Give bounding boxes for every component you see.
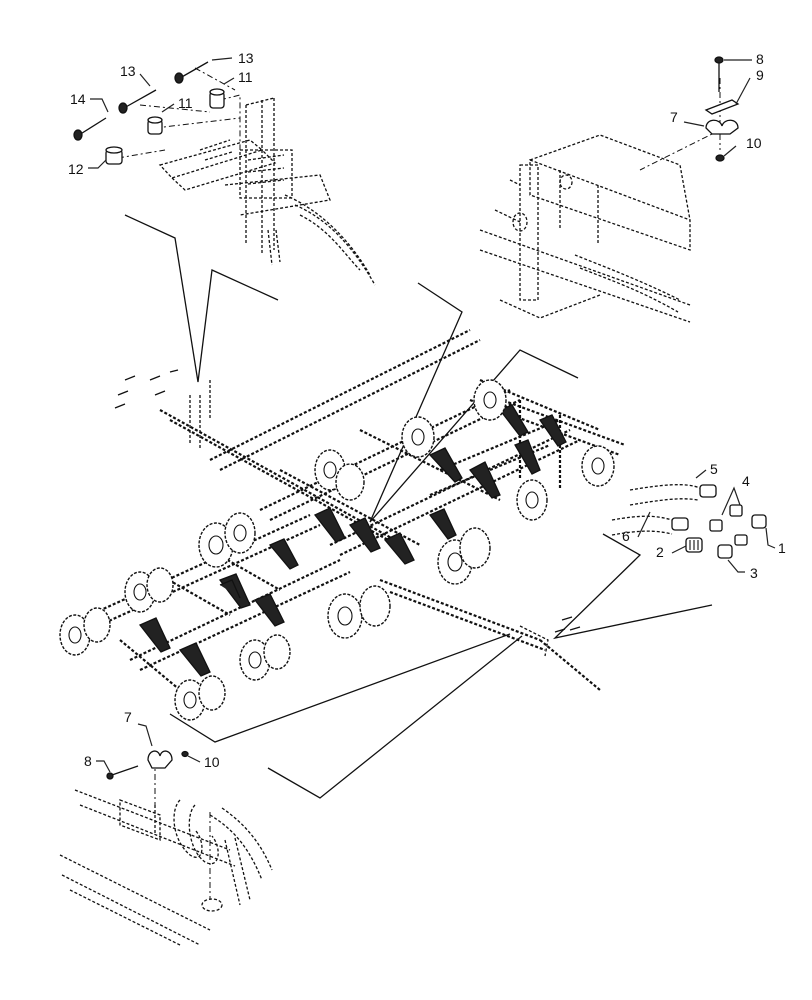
wheel-icon bbox=[401, 416, 435, 458]
callout-11-top: 11 bbox=[223, 69, 253, 85]
bolt-icon bbox=[73, 117, 107, 141]
callout-7-bottom: 7 bbox=[124, 709, 153, 747]
clamp-icon bbox=[147, 750, 173, 769]
callout-4: 4 bbox=[721, 473, 750, 516]
detail-hose-clamp-bottom: 7 8 10 bbox=[59, 709, 273, 946]
bushing-icon bbox=[105, 146, 123, 165]
callout-13-left: 13 bbox=[120, 63, 151, 87]
svg-text:8: 8 bbox=[756, 51, 764, 67]
tongue bbox=[379, 578, 601, 691]
wheel-icon bbox=[359, 585, 391, 627]
svg-text:4: 4 bbox=[742, 473, 750, 489]
detail-hose-clamp-top: 8 9 7 10 bbox=[479, 51, 764, 323]
callout-10-top: 10 bbox=[723, 135, 762, 157]
callout-12: 12 bbox=[68, 159, 107, 177]
callout-8-top: 8 bbox=[724, 51, 764, 67]
wheel-icon bbox=[263, 634, 291, 670]
wheel-icon bbox=[198, 675, 226, 711]
svg-text:3: 3 bbox=[750, 565, 758, 581]
coupler-icon bbox=[751, 514, 767, 529]
wheel-icon bbox=[83, 607, 111, 643]
coupler-icon bbox=[671, 517, 689, 531]
bolt-icon bbox=[106, 765, 139, 780]
svg-text:5: 5 bbox=[710, 461, 718, 477]
bolt-icon bbox=[714, 56, 724, 92]
callout-9: 9 bbox=[735, 67, 764, 105]
svg-text:14: 14 bbox=[70, 91, 86, 107]
callout-7-top: 7 bbox=[670, 109, 705, 127]
wheel-icon bbox=[59, 614, 91, 656]
svg-text:12: 12 bbox=[68, 161, 84, 177]
hoses bbox=[611, 484, 701, 536]
callout-2: 2 bbox=[656, 544, 687, 560]
svg-text:8: 8 bbox=[84, 753, 92, 769]
svg-text:2: 2 bbox=[656, 544, 664, 560]
callout-8-bottom: 8 bbox=[84, 753, 111, 773]
coupler-icon bbox=[685, 537, 703, 553]
svg-text:13: 13 bbox=[120, 63, 136, 79]
bolt-icon bbox=[118, 89, 157, 114]
wheel-icon bbox=[516, 479, 548, 521]
bushing-icon bbox=[147, 116, 163, 135]
valve-frame bbox=[158, 97, 376, 286]
coupler-icon bbox=[699, 484, 717, 498]
detail-valve-bushings: 13 13 11 14 11 12 bbox=[68, 50, 376, 286]
svg-text:7: 7 bbox=[670, 109, 678, 125]
callout-6: 6 bbox=[622, 511, 651, 544]
nut-icon bbox=[181, 750, 189, 758]
loose-hardware-left bbox=[114, 369, 179, 409]
callout-13-top: 13 bbox=[211, 50, 254, 66]
nut-icon bbox=[729, 504, 743, 517]
svg-text:1: 1 bbox=[778, 540, 786, 556]
svg-text:10: 10 bbox=[746, 135, 762, 151]
wheel-icon bbox=[473, 379, 507, 421]
clamp-frame bbox=[479, 134, 691, 323]
bushing-icon bbox=[209, 88, 225, 109]
svg-text:9: 9 bbox=[756, 67, 764, 83]
machine-assembly bbox=[59, 329, 626, 721]
nut-icon bbox=[709, 519, 723, 532]
clamp-icon bbox=[705, 119, 739, 135]
svg-text:10: 10 bbox=[204, 754, 220, 770]
svg-text:11: 11 bbox=[238, 69, 253, 85]
hitch-frame bbox=[59, 789, 273, 946]
coupler-icon bbox=[717, 544, 733, 559]
nut-icon bbox=[734, 534, 748, 546]
svg-text:11: 11 bbox=[178, 95, 193, 111]
callout-3: 3 bbox=[727, 559, 758, 581]
wheel-icon bbox=[335, 463, 365, 501]
detail-guide-lines bbox=[124, 214, 713, 799]
wheel-icon bbox=[327, 593, 363, 639]
svg-text:7: 7 bbox=[124, 709, 132, 725]
wheel-icon bbox=[224, 512, 256, 554]
callout-1: 1 bbox=[765, 527, 786, 556]
bolt-icon bbox=[174, 61, 209, 84]
loose-hardware-right bbox=[554, 616, 581, 633]
callout-5: 5 bbox=[695, 461, 718, 479]
clamp-icon bbox=[704, 99, 740, 115]
detail-couplers: 5 4 6 2 1 3 bbox=[611, 461, 786, 581]
wheel-icon bbox=[146, 567, 174, 603]
svg-text:6: 6 bbox=[622, 528, 630, 544]
callout-11-mid: 11 bbox=[161, 95, 193, 113]
nut-icon bbox=[715, 154, 725, 162]
wheel-icon bbox=[581, 445, 615, 487]
svg-text:13: 13 bbox=[238, 50, 254, 66]
callout-14: 14 bbox=[70, 91, 109, 113]
shanks bbox=[138, 404, 567, 677]
wheel-icon bbox=[459, 527, 491, 569]
callout-10-bottom: 10 bbox=[187, 754, 220, 770]
